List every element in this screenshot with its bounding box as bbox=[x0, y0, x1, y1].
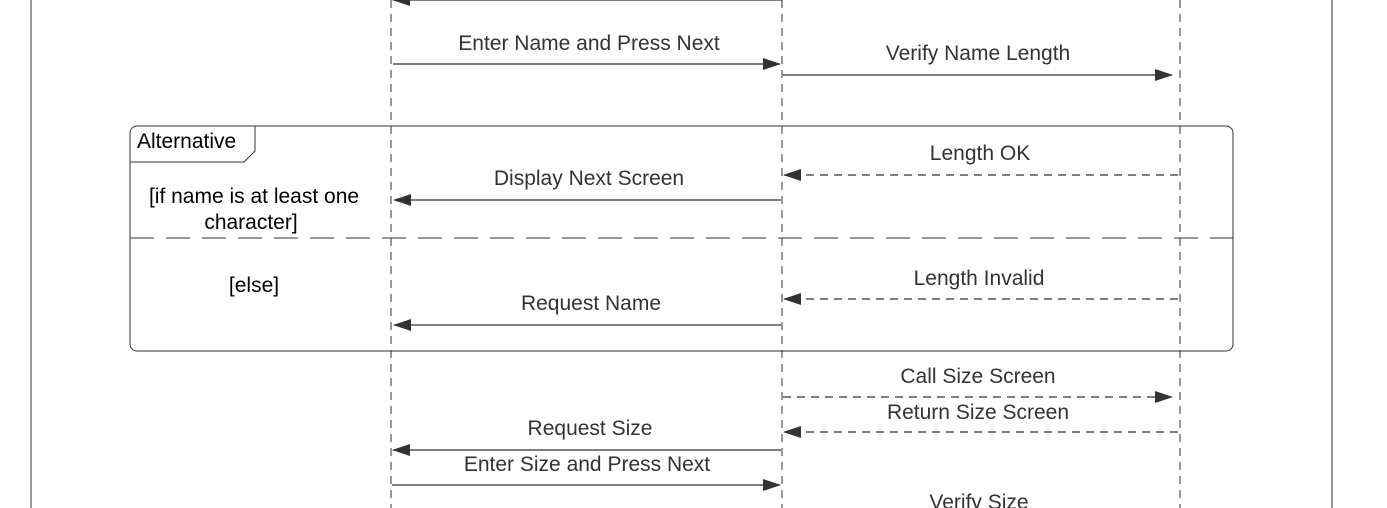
alt-fragment-title-tab bbox=[130, 126, 256, 163]
message-enter-size: Enter Size and Press Next bbox=[392, 453, 781, 491]
message-enter-name: Enter Name and Press Next bbox=[393, 32, 781, 70]
message-label: Length OK bbox=[930, 142, 1030, 165]
alt-fragment-title: Alternative bbox=[137, 130, 236, 153]
message-label: Return Size Screen bbox=[887, 401, 1069, 424]
message-request-size: Request Size bbox=[392, 417, 781, 456]
message-display-next-screen: Display Next Screen bbox=[393, 167, 781, 206]
message-label: Length Invalid bbox=[914, 267, 1045, 290]
message-label: Verify Name Length bbox=[886, 42, 1070, 65]
message-length-ok: Length OK bbox=[783, 142, 1178, 181]
message-label: Request Name bbox=[521, 292, 661, 315]
message-length-invalid: Length Invalid bbox=[783, 267, 1178, 305]
alt-guard-2: [else] bbox=[229, 274, 279, 297]
message-label: Request Size bbox=[528, 417, 653, 440]
message-return-size-screen: Return Size Screen bbox=[783, 401, 1178, 438]
message-label: Display Next Screen bbox=[494, 167, 684, 190]
message-verify-size: Verify Size bbox=[929, 491, 1028, 508]
alt-fragment: Alternative [if name is at least one cha… bbox=[129, 125, 1234, 352]
alt-guard-1-line-1: [if name is at least one bbox=[149, 185, 359, 208]
message-call-size-screen: Call Size Screen bbox=[783, 365, 1173, 403]
message-label: Enter Name and Press Next bbox=[458, 32, 720, 55]
message-request-name: Request Name bbox=[393, 292, 781, 331]
alt-guard-1-line-2: character] bbox=[204, 211, 297, 234]
message-label: Verify Size bbox=[929, 491, 1028, 508]
message-label: Call Size Screen bbox=[900, 365, 1055, 388]
message-label: Enter Size and Press Next bbox=[464, 453, 710, 476]
message-verify-name-length: Verify Name Length bbox=[783, 42, 1173, 81]
